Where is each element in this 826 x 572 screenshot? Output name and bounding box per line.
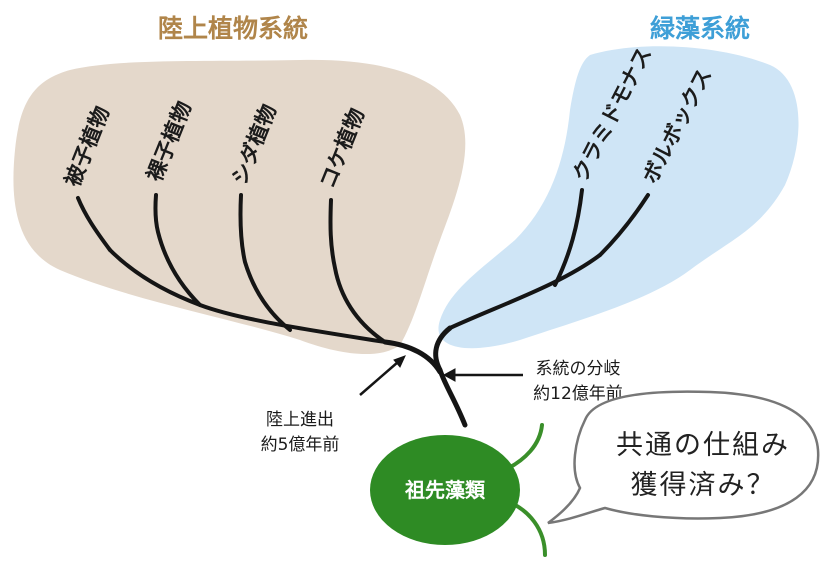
branch-fern xyxy=(238,193,292,332)
land-plant-lineage-title: 陸上植物系統 xyxy=(158,14,308,43)
branch-volvox xyxy=(598,193,650,257)
annotation-arrows xyxy=(359,355,523,396)
divergence-line2: 約12億年前 xyxy=(533,384,623,404)
green-algae-lineage-title: 緑藻系統 xyxy=(650,14,750,43)
arrow-land-emergence-head xyxy=(393,355,406,368)
ancestor-algae-label: 祖先藻類 xyxy=(404,478,486,502)
arrow-divergence-head xyxy=(442,368,456,382)
branch-angiosperm xyxy=(76,196,112,252)
branch-moss xyxy=(328,198,387,344)
arrow-land-emergence xyxy=(359,361,399,396)
bubble-line1: 共通の仕組み xyxy=(616,430,790,461)
algae-branch-base xyxy=(433,325,453,373)
algae-branch-backbone xyxy=(448,253,602,330)
land-emergence-line1: 陸上進出 xyxy=(266,410,334,430)
branch-chlamydomonas xyxy=(553,188,584,287)
land-emergence-line2: 約5億年前 xyxy=(261,435,340,455)
speech-bubble xyxy=(547,390,820,525)
land-branch-backbone xyxy=(108,248,387,344)
phylogenetic-tree xyxy=(76,188,650,428)
flagellum-upper xyxy=(503,423,544,472)
green-algae-region xyxy=(438,46,799,349)
branch-gymnosperm xyxy=(153,193,202,307)
bubble-line2: 獲得済み？ xyxy=(631,470,776,501)
divergence-line1: 系統の分岐 xyxy=(536,359,621,379)
ancestor-algae-cell xyxy=(370,435,520,545)
